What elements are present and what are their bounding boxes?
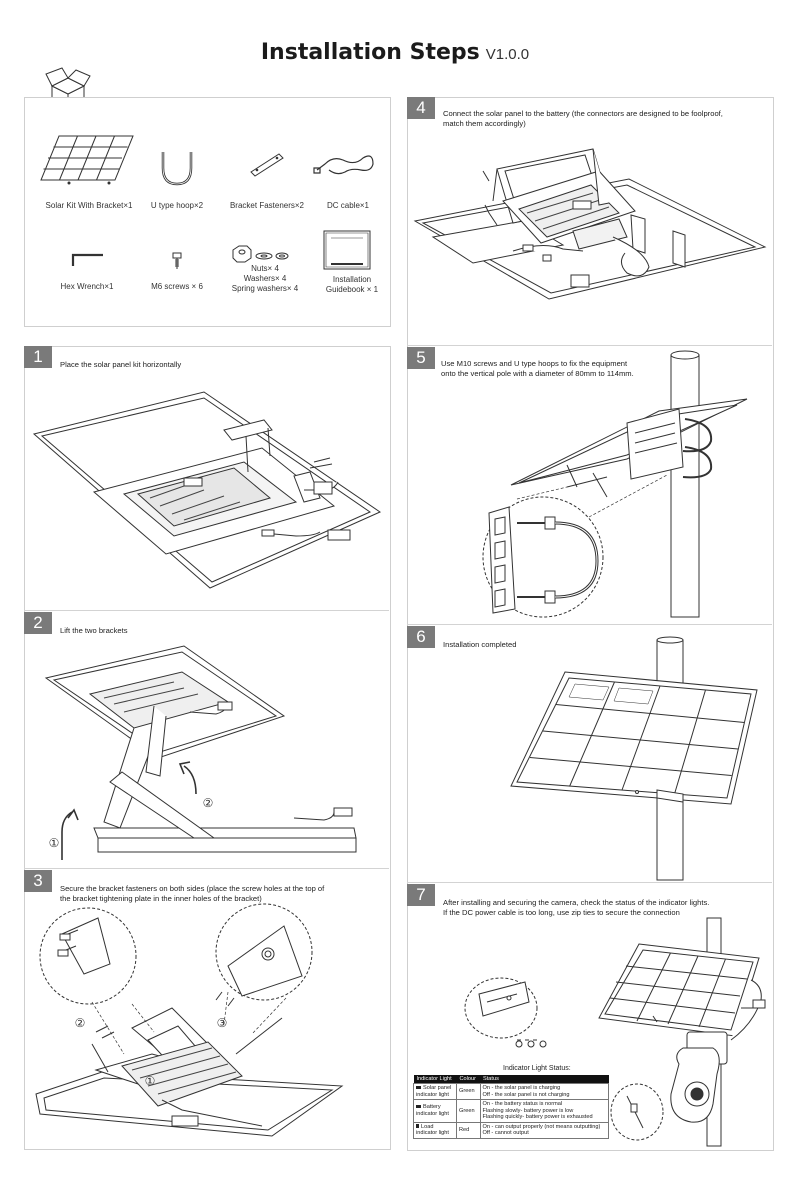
- indicator-colour: Red: [457, 1122, 481, 1138]
- step-2-callout-2: ②: [200, 798, 216, 808]
- indicator-name: Load indicator light: [416, 1124, 449, 1137]
- step-3-callout-3: ③: [214, 1018, 230, 1028]
- title-text: Installation Steps: [261, 40, 480, 65]
- version-text: V1.0.0: [486, 46, 529, 63]
- step-5-section: 5 Use M10 screws and U type hoops to fix…: [407, 347, 773, 623]
- step-5-divider: [407, 624, 772, 625]
- step-3-callout-2: ②: [72, 1018, 88, 1028]
- header-colour: Colour: [457, 1075, 481, 1084]
- step-1-divider: [24, 610, 389, 611]
- kit-item-label-hex-wrench: Hex Wrench×1: [37, 282, 137, 292]
- step-6-illustration: [507, 636, 763, 880]
- table-row: Load indicator light Red On - can output…: [414, 1122, 609, 1138]
- step-5-illustration: [417, 347, 767, 623]
- step-4-text: Connect the solar panel to the battery (…: [443, 109, 769, 129]
- indicator-title: Indicator Light Status:: [503, 1065, 571, 1072]
- step-3-section: 3 Secure the bracket fasteners on both s…: [24, 870, 390, 1148]
- step-2-text: Lift the two brackets: [60, 626, 380, 636]
- indicator-table-header: Indicator Light Colour Status: [414, 1075, 609, 1084]
- indicator-status: On - the solar panel is charging Off - t…: [480, 1084, 608, 1100]
- battery-indicator-icon: [416, 1105, 421, 1108]
- header-indicator-light: Indicator Light: [414, 1075, 457, 1084]
- kit-item-label-solar-kit: Solar Kit With Bracket×1: [25, 201, 153, 211]
- step-3-number: 3: [24, 870, 52, 892]
- step-4-illustration: [413, 141, 769, 341]
- solar-panel-indicator-icon: [416, 1086, 421, 1089]
- kit-item-label-u-hoop: U type hoop×2: [137, 201, 217, 211]
- kit-item-label-nuts-washers: Nuts× 4 Washers× 4 Spring washers× 4: [217, 264, 313, 294]
- step-6-number: 6: [407, 626, 435, 648]
- step-4-divider: [407, 345, 772, 346]
- step-2-illustration: [34, 642, 384, 862]
- indicator-status: On - can output properly (not means outp…: [480, 1122, 608, 1138]
- indicator-colour: Green: [457, 1084, 481, 1100]
- dc-cable-icon: [313, 150, 377, 180]
- indicator-table: Indicator Light Colour Status Solar pane…: [413, 1075, 609, 1139]
- hex-wrench-icon: [71, 252, 105, 268]
- table-row: Solar panel indicator light Green On - t…: [414, 1084, 609, 1100]
- solar-kit-icon: [39, 134, 135, 186]
- bracket-fastener-icon: [247, 150, 287, 176]
- step-1-illustration: [34, 386, 384, 596]
- step-6-divider: [407, 882, 772, 883]
- kit-item-label-bracket-fasteners: Bracket Fasteners×2: [221, 201, 313, 211]
- table-row: Battery indicator light Green On - the b…: [414, 1100, 609, 1123]
- page-title: Installation Steps V1.0.0: [0, 40, 790, 65]
- guidebook-icon: [323, 230, 373, 272]
- u-hoop-icon: [157, 148, 197, 188]
- step-2-section: 2 Lift the two brackets ① ②: [24, 612, 390, 868]
- step-7-number: 7: [407, 884, 435, 906]
- indicator-status: On - the battery status is normal Flashi…: [480, 1100, 608, 1123]
- step-3-text: Secure the bracket fasteners on both sid…: [60, 884, 386, 904]
- step-2-divider: [24, 868, 389, 869]
- step-1-number: 1: [24, 346, 52, 368]
- nuts-washers-icon: [231, 244, 291, 264]
- step-2-callout-1: ①: [46, 838, 62, 848]
- load-indicator-icon: [416, 1124, 419, 1128]
- step-4-number: 4: [407, 97, 435, 119]
- indicator-colour: Green: [457, 1100, 481, 1123]
- kit-item-label-m6-screws: M6 screws × 6: [137, 282, 217, 292]
- kit-item-label-dc-cable: DC cable×1: [311, 201, 385, 211]
- step-1-section: 1 Place the solar panel kit horizontally: [24, 346, 390, 610]
- step-1-text: Place the solar panel kit horizontally: [60, 360, 380, 370]
- step-7-section: 7 After installing and securing the came…: [407, 884, 773, 1148]
- kit-contents-panel: Solar Kit With Bracket×1 U type hoop×2 B…: [24, 97, 391, 327]
- m6-screw-icon: [171, 252, 183, 270]
- header-status: Status: [480, 1075, 608, 1084]
- step-2-number: 2: [24, 612, 52, 634]
- step-4-section: 4 Connect the solar panel to the battery…: [407, 97, 773, 345]
- step-3-callout-1: ①: [142, 1076, 158, 1086]
- indicator-name: Solar panel indicator light: [416, 1085, 451, 1098]
- kit-item-label-guidebook: Installation Guidebook × 1: [315, 275, 389, 295]
- step-6-section: 6 Installation completed: [407, 626, 773, 882]
